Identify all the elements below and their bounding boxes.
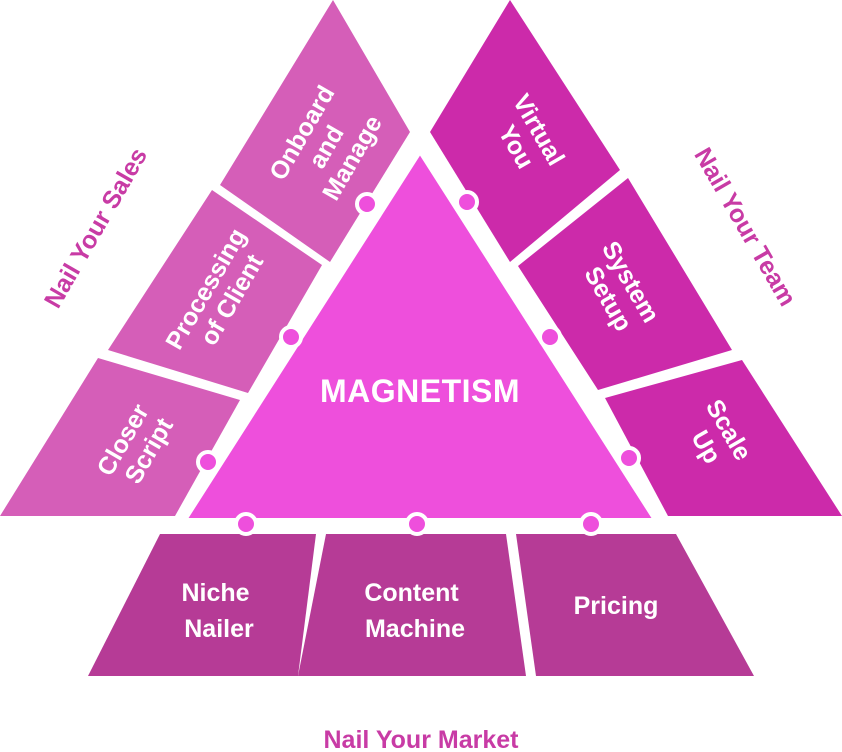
connector-node [538, 325, 562, 349]
market-label-line: Machine [365, 615, 465, 643]
connector-node [617, 446, 641, 470]
market-label-line: Nailer [184, 615, 254, 643]
team-segment-scale [605, 360, 842, 516]
sales-segment-closer [0, 358, 240, 516]
market-label-content: Content Machine [364, 579, 465, 643]
connector-node [405, 512, 429, 536]
market-title: Nail Your Market [324, 726, 520, 752]
market-label-line: Pricing [574, 592, 659, 620]
market-label-line: Content [364, 579, 459, 607]
team-title: Nail Your Team [688, 143, 801, 311]
market-segment-niche [88, 534, 316, 676]
center-triangle [185, 150, 655, 518]
market-segment-content [298, 534, 526, 676]
sales-segment-processing [108, 190, 322, 393]
connector-node [355, 192, 379, 216]
sales-title: Nail Your Sales [39, 143, 153, 313]
connector-node [234, 512, 258, 536]
connector-node [455, 190, 479, 214]
market-label-niche: Niche Nailer [181, 579, 256, 643]
connector-node [196, 450, 220, 474]
connector-right [417, 148, 658, 520]
market-segment-pricing [516, 534, 754, 676]
connector-node [579, 512, 603, 536]
market-label-pricing: Pricing [574, 592, 659, 620]
market-label-line: Niche [181, 579, 249, 607]
team-segment-system [518, 178, 732, 390]
connector-node [279, 325, 303, 349]
center-label: MAGNETISM [320, 373, 520, 409]
